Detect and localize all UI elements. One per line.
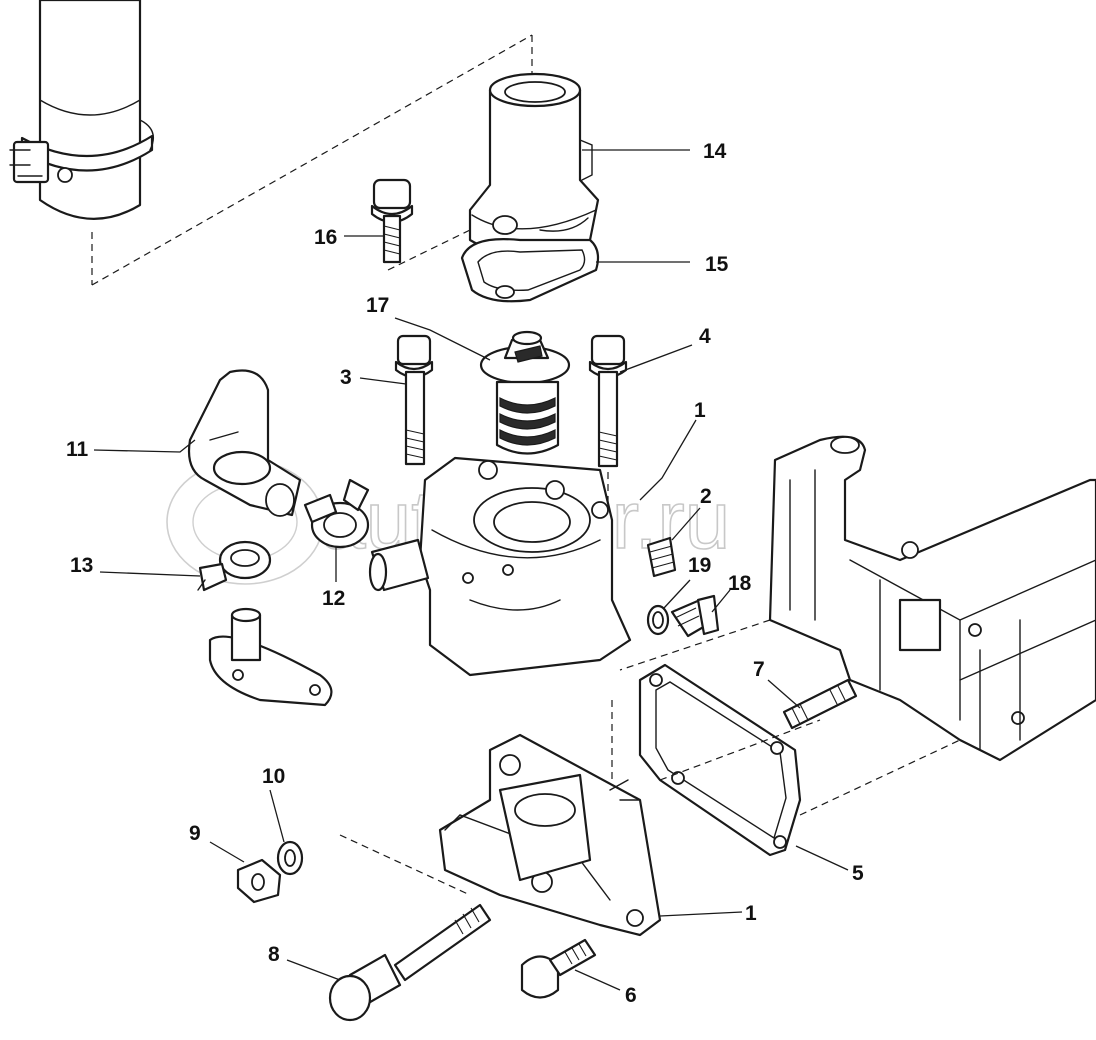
thermostat-housing (368, 456, 632, 677)
part-15-gasket (460, 238, 600, 303)
callout-17: 17 (366, 294, 389, 317)
part-17-thermostat (479, 330, 571, 455)
part-12-hose-clamp (303, 478, 370, 549)
part-9-nut (236, 858, 282, 904)
callout-10: 10 (262, 765, 285, 788)
callout-12: 12 (322, 587, 345, 610)
callout-9: 9 (189, 822, 201, 845)
engine-block-section (619, 435, 1096, 816)
callout-8: 8 (268, 943, 280, 966)
callout-5: 5 (852, 862, 864, 885)
upper-hose-with-clamp (9, 0, 154, 285)
part-2-plug (646, 536, 677, 578)
callout-6: 6 (625, 984, 637, 1007)
callouts: 14 15 16 17 4 3 1 11 2 19 18 13 12 7 10 … (66, 140, 864, 1007)
callout-1-lower: 1 (745, 902, 757, 925)
part-6-bolt (520, 938, 597, 999)
part-7-stud (782, 678, 858, 730)
part-13-hose-clamp (197, 540, 272, 592)
part-14-water-outlet (468, 72, 600, 257)
callout-16: 16 (314, 226, 337, 249)
part-1-lower-housing (438, 733, 662, 937)
callout-1-upper: 1 (694, 399, 706, 422)
callout-15: 15 (705, 253, 729, 276)
callout-18: 18 (728, 572, 752, 595)
part-10-washer (276, 840, 304, 876)
callout-13: 13 (70, 554, 93, 577)
callout-2: 2 (700, 485, 712, 508)
bypass-fitting (208, 607, 333, 707)
leader-lines (93, 149, 849, 991)
part-3-long-bolt (394, 334, 434, 466)
callout-19: 19 (688, 554, 711, 577)
part-4-long-bolt (588, 334, 628, 468)
callout-14: 14 (703, 140, 727, 163)
callout-11: 11 (66, 438, 89, 461)
part-18-drain-plug (670, 594, 720, 638)
callout-7: 7 (753, 658, 765, 681)
callout-4: 4 (699, 325, 711, 348)
part-8-long-bolt (328, 903, 492, 1022)
callout-3: 3 (340, 366, 352, 389)
part-5-gasket (638, 663, 802, 857)
part-11-bypass-hose (187, 369, 302, 517)
part-19-washer (646, 604, 670, 636)
part-16-bolt (370, 178, 414, 264)
